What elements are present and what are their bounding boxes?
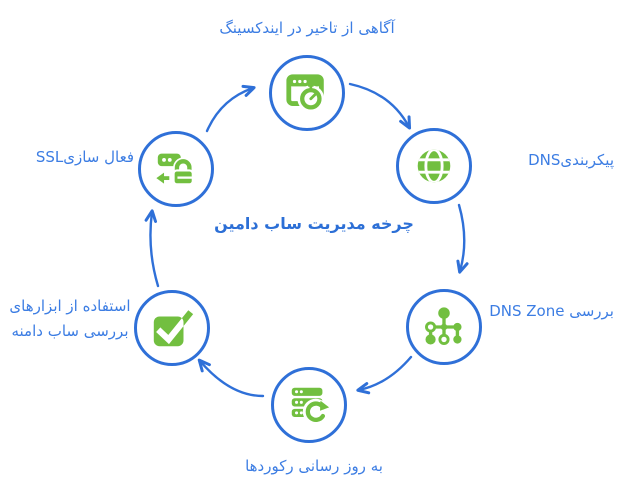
arrow-left-upper-to-top [205,84,256,133]
checkmark-icon [153,310,194,347]
label-ssl-activation: فعال سازیSSL [35,148,134,166]
label-indexing-delay: آگاهی از تاخیر در ایندکسینگ [219,19,395,37]
ssl-lock-icon [155,153,194,186]
node-dns-config [396,128,472,204]
node-subdomain-tools [134,290,210,366]
globe-icon [417,149,451,183]
browser-stopwatch-icon [286,74,325,113]
arrow-right-lower-to-bottom [356,355,413,395]
diagram-title: چرخه مدیریت ساب دامین [214,214,414,233]
label-subdomain-tools: استفاده از ابزارهای بررسی ساب دامنه [0,294,140,344]
node-indexing-delay [269,55,345,131]
label-subdomain-tools-line1: استفاده از ابزارهای [9,297,131,315]
label-subdomain-tools-line2: بررسی ساب دامنه [11,321,129,340]
node-ssl-activation [138,131,214,207]
node-update-records [271,367,347,443]
label-dns-zone: بررسی DNS Zone [489,302,614,320]
node-dns-zone [406,289,482,365]
arrow-left-lower-to-left-upper [144,209,160,288]
label-update-records: به روز رسانی رکوردها [245,457,383,475]
arrow-top-to-right-upper [348,82,412,130]
network-nodes-icon [425,307,462,346]
arrow-bottom-to-left-lower [197,358,265,398]
label-dns-config: پیکربندیDNS [528,151,614,169]
server-refresh-icon [291,387,330,425]
